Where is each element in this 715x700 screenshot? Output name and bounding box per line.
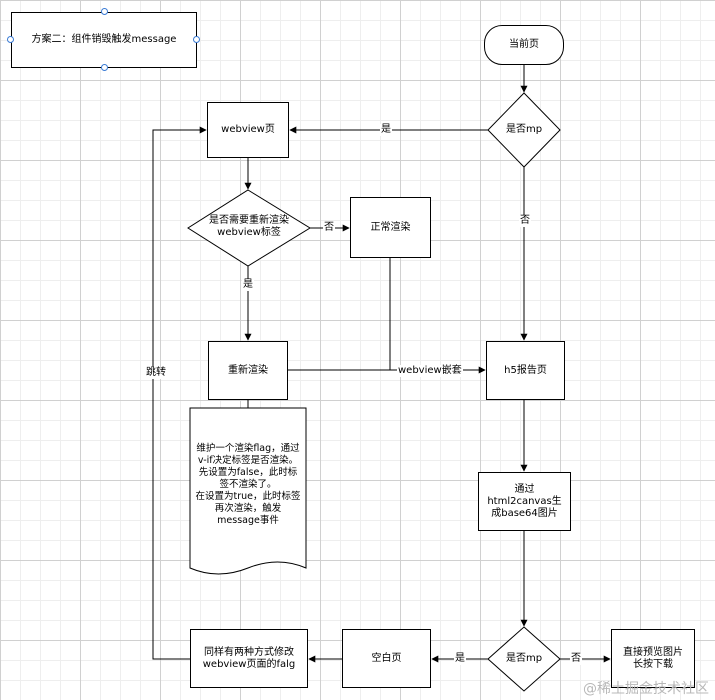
modify-flag-label: 同样有两种方式修改 webview页面的falg [202,646,296,670]
h5-report-node: h5报告页 [486,341,565,400]
h5-report-label: h5报告页 [504,364,547,376]
edge-modify-jump-to-webview [152,126,207,660]
is-mp-bottom-label: 是否mp [505,653,543,664]
current-page-node: 当前页 [484,25,564,65]
edge-label-webview-embed: webview嵌套 [397,365,463,377]
webview-page-node: webview页 [207,102,289,158]
edge-label-no-bottom: 否 [570,653,582,665]
edge-label-yes-rerender: 是 [242,279,254,291]
rerender-node: 重新渲染 [208,341,288,400]
title-box-label: 方案二：组件销毁触发message [31,34,177,45]
edge-label-no-top: 否 [519,215,531,227]
note-label: 维护一个渲染flag，通过 v-if决定标签是否渲染。 先设置为false，此时… [195,443,301,526]
html2canvas-label: 通过 html2canvas生 成base64图片 [487,483,562,519]
need-rerender-node: 是否需要重新渲染 webview标签 [192,212,306,242]
normal-render-label: 正常渲染 [370,221,411,233]
blank-page-node: 空白页 [342,629,431,688]
preview-node: 直接预览图片 长按下载 [611,629,695,688]
selection-handle-top[interactable] [101,8,108,15]
modify-flag-node: 同样有两种方式修改 webview页面的falg [190,629,308,688]
edge-label-jump: 跳转 [145,367,167,379]
blank-page-label: 空白页 [371,652,402,664]
edge-label-yes-top: 是 [380,124,392,136]
rerender-label: 重新渲染 [228,364,268,376]
watermark: @稀土掘金技术社区 [583,681,709,697]
is-mp-top-node: 是否mp [488,118,560,142]
selection-handle-right[interactable] [193,36,200,43]
preview-label: 直接预览图片 长按下载 [623,646,683,670]
title-box: 方案二：组件销毁触发message [11,12,197,68]
selection-handle-bottom[interactable] [101,64,108,71]
current-page-label: 当前页 [509,39,539,50]
is-mp-bottom-node: 是否mp [488,647,560,671]
note-document-shape [189,407,307,575]
need-rerender-label: 是否需要重新渲染 webview标签 [209,215,289,238]
edge-label-no-rerender: 否 [323,222,335,234]
note-node: 维护一个渲染flag，通过 v-if决定标签是否渲染。 先设置为false，此时… [190,436,306,534]
webview-page-label: webview页 [221,124,275,135]
html2canvas-node: 通过 html2canvas生 成base64图片 [478,472,571,531]
is-mp-top-label: 是否mp [505,124,543,135]
is-mp-bottom-diamond [487,626,561,692]
selection-handle-left[interactable] [7,36,14,43]
edge-label-yes-bottom: 是 [454,653,466,665]
normal-render-node: 正常渲染 [350,197,431,258]
